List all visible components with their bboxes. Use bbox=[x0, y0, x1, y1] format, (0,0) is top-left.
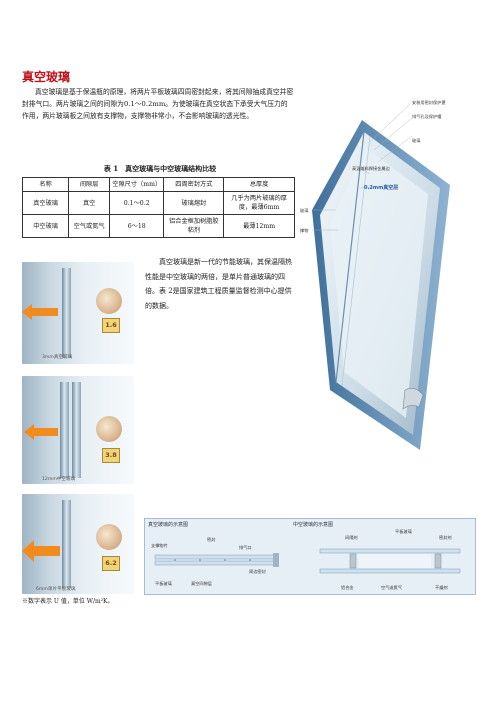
diagram-left-title: 真空玻璃的示意图 bbox=[148, 522, 189, 528]
sample-photo-1: 1.6 3mm真空玻璃 bbox=[22, 262, 134, 364]
table-cell: 最薄12mm bbox=[223, 214, 295, 238]
comparison-table: 名称 间隙层 空隙尺寸（mm） 四周密封方式 总厚度 真空玻璃 真空 0.1～0… bbox=[21, 177, 295, 238]
table-cell: 0.1～0.2 bbox=[109, 191, 165, 215]
diagram-label: 排气口 bbox=[239, 545, 252, 550]
label-glass-2: 玻璃 bbox=[300, 208, 309, 213]
sample-photo-2: 3.8 12mm中空玻璃 bbox=[22, 376, 134, 484]
table-header: 间隙层 bbox=[68, 177, 111, 192]
table-cell: 真空 bbox=[68, 191, 111, 215]
label-glass: 玻璃 bbox=[412, 138, 421, 143]
table-cell: 几乎为两片玻璃的厚度，最薄6mm bbox=[223, 191, 295, 215]
diagram-label: 支撑物片 bbox=[151, 543, 168, 548]
heat-arrow-icon bbox=[28, 308, 58, 316]
intro-paragraph: 真空玻璃是基于保温瓶的原理，将两片平板玻璃四周密封起来，将其间隙抽成真空并密封排… bbox=[22, 88, 294, 121]
arrow-head-icon bbox=[22, 304, 32, 320]
arrow-head-icon bbox=[22, 540, 34, 562]
u-value-badge: 3.8 bbox=[102, 448, 120, 463]
diagram-label: 周边密封 bbox=[249, 569, 266, 574]
vacuum-glass-structure-illustration bbox=[300, 90, 480, 465]
table-cell: 铝合金框加树脂胶粘剂 bbox=[163, 214, 225, 238]
diagram-label: 密封剂 bbox=[439, 535, 452, 540]
table-header: 总厚度 bbox=[223, 177, 295, 192]
diagram-label: 空气或氮气 bbox=[381, 585, 402, 590]
diagram-label: 密封 bbox=[207, 537, 216, 542]
table-cell: 玻璃熔封 bbox=[163, 191, 225, 215]
table-cell: 真空玻璃 bbox=[21, 191, 70, 215]
diagram-label: 间隔剂 bbox=[345, 535, 358, 540]
heat-arrow-icon bbox=[28, 546, 60, 556]
table-cell: 6～18 bbox=[109, 214, 165, 238]
sample-caption: 6mm单片平板玻璃 bbox=[36, 587, 76, 592]
side-paragraph: 真空玻璃是新一代的节能玻璃，其保温隔热性能是中空玻璃的两倍，是单片普通玻璃的四倍… bbox=[145, 258, 292, 310]
label-support: 撑物 bbox=[300, 228, 309, 233]
label-protect-cap: 安装用密封保护罩 bbox=[412, 100, 446, 105]
label-edge-seal: 高温熔料焊接金属边 bbox=[352, 166, 390, 171]
mascot-icon bbox=[96, 524, 122, 550]
label-exhaust: 排气孔及保护帽 bbox=[412, 114, 442, 119]
arrow-head-icon bbox=[24, 424, 34, 440]
table-header-row: 名称 间隙层 空隙尺寸（mm） 四周密封方式 总厚度 bbox=[21, 177, 295, 192]
table-header: 名称 bbox=[21, 177, 70, 192]
sample-caption: 12mm中空玻璃 bbox=[42, 477, 76, 482]
table-row: 中空玻璃 空气或氮气 6～18 铝合金框加树脂胶粘剂 最薄12mm bbox=[21, 214, 295, 238]
label-vacuum-gap: 0.2mm真空层 bbox=[364, 185, 399, 191]
table-cell: 中空玻璃 bbox=[21, 214, 70, 238]
diagram-label: 平板玻璃 bbox=[155, 581, 172, 586]
diagram-label: 铝合金 bbox=[341, 585, 354, 590]
u-value-badge: 6.2 bbox=[102, 556, 120, 571]
mascot-icon bbox=[96, 288, 122, 314]
page-title: 真空玻璃 bbox=[22, 70, 71, 84]
heat-arrow-icon bbox=[32, 428, 58, 436]
mascot-icon bbox=[96, 416, 122, 442]
cross-section-diagram: 真空玻璃的示意图 中空玻璃的示意图 支撑物片 密封 排气口 平板玻璃 真空间隙层… bbox=[144, 518, 476, 595]
table-caption: 表 1 真空玻璃与中空玻璃结构比较 bbox=[103, 164, 217, 173]
diagram-right-title: 中空玻璃的示意图 bbox=[293, 522, 334, 528]
table-cell: 空气或氮气 bbox=[68, 214, 111, 238]
diagram-label: 干燥剂 bbox=[435, 585, 448, 590]
sample-caption: 3mm真空玻璃 bbox=[42, 355, 73, 360]
sample-photo-3: 6.2 6mm单片平板玻璃 bbox=[22, 494, 134, 594]
diagram-label: 平板玻璃 bbox=[395, 529, 412, 534]
diagram-label: 真空间隙层 bbox=[191, 581, 212, 586]
footnote: ※数字表示 U 值，单位 W/m²K。 bbox=[22, 598, 114, 605]
table-row: 真空玻璃 真空 0.1～0.2 玻璃熔封 几乎为两片玻璃的厚度，最薄6mm bbox=[21, 191, 295, 215]
table-header: 空隙尺寸（mm） bbox=[109, 177, 165, 192]
u-value-badge: 1.6 bbox=[102, 318, 120, 333]
table-header: 四周密封方式 bbox=[163, 177, 225, 192]
